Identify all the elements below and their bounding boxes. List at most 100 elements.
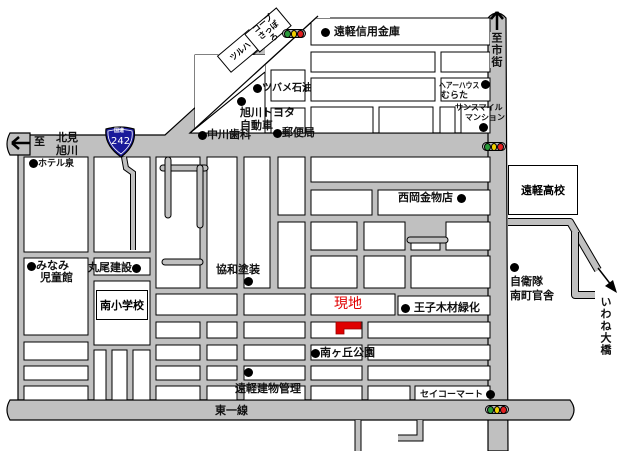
- city-block: [243, 365, 306, 381]
- city-block: [363, 255, 406, 289]
- city-block: [310, 51, 436, 73]
- target-label: 現地: [334, 296, 362, 312]
- traffic-light-icon: [282, 29, 306, 38]
- high-school-label: 遠軽高校: [521, 184, 565, 197]
- landmark-dot-icon: [481, 80, 490, 89]
- city-block: [23, 365, 89, 381]
- city-block: [367, 321, 491, 339]
- city-block: [310, 106, 374, 134]
- landmark-sun-1: サンスマイル: [455, 103, 503, 112]
- landmark-park: 南ヶ丘公園: [311, 347, 375, 359]
- city-block: [206, 385, 238, 401]
- landmark-sun-2: マンション: [465, 113, 505, 122]
- landmark-minami-2: 児童館: [40, 271, 73, 284]
- city-block: [310, 365, 363, 381]
- landmark-dot-icon: [29, 159, 38, 168]
- north-destination: 至市街: [490, 32, 503, 68]
- landmark-dot-icon: [244, 368, 253, 377]
- landmark-dot-icon: [237, 97, 246, 106]
- landmark-sdf-1: 自衛隊: [510, 275, 543, 288]
- city-block: [23, 257, 89, 336]
- city-block: [310, 156, 491, 183]
- landmark-dot-icon: [456, 193, 466, 203]
- landmark-dot-icon: [479, 123, 488, 132]
- city-block: [270, 69, 306, 102]
- landmark-dot-icon: [132, 263, 141, 273]
- landmark-label: 西岡金物店: [398, 191, 453, 204]
- city-block: [310, 385, 363, 401]
- city-block: [206, 321, 238, 339]
- city-block: [155, 321, 201, 339]
- landmark-label: 南ヶ丘公園: [320, 346, 375, 359]
- city-block: [243, 321, 306, 339]
- southeast-destination: いわね大橋: [599, 296, 612, 356]
- city-block: [310, 221, 358, 251]
- landmark-maruo: 丸尾建設: [88, 262, 141, 274]
- city-block: [310, 77, 436, 102]
- city-block: [23, 156, 89, 253]
- city-block: [155, 344, 201, 361]
- city-block: [93, 156, 151, 253]
- landmark-label: 丸尾建設: [88, 261, 132, 274]
- traffic-light-icon: [485, 405, 509, 414]
- city-block: [439, 106, 456, 134]
- city-block: [206, 156, 238, 289]
- landmark-toyota-1: 旭川トヨタ: [240, 106, 295, 119]
- city-block: [93, 349, 107, 401]
- city-block: [310, 189, 373, 216]
- city-block: [155, 156, 201, 289]
- city-block: [243, 344, 306, 361]
- city-block: [310, 17, 491, 46]
- city-block: [440, 51, 491, 73]
- landmark-toyota-2: 自動車: [240, 119, 273, 132]
- city-block: [377, 189, 491, 216]
- city-block: [363, 221, 406, 251]
- city-block: [440, 77, 491, 102]
- west-destination-prefix: 至: [34, 135, 45, 148]
- city-block: [23, 341, 89, 361]
- landmark-label: みなみ: [36, 259, 69, 272]
- route-shield-number: 242: [111, 136, 131, 147]
- west-destination-1: 北見: [56, 131, 78, 144]
- street: [508, 219, 601, 272]
- landmark-dot-icon: [273, 128, 282, 138]
- road-area: [6, 399, 575, 421]
- road-name: 東一線: [215, 404, 248, 417]
- city-block: [310, 293, 396, 316]
- city-block: [155, 365, 201, 381]
- city-block: [23, 385, 89, 401]
- landmark-label: ツバメ石油: [262, 83, 312, 94]
- landmark-oji: 王子木材緑化: [401, 302, 480, 314]
- city-block: [378, 106, 434, 134]
- city-block: [243, 156, 271, 289]
- landmark-hair-2: むらた: [441, 91, 469, 101]
- landmark-shinkin: 遠軽信用金庫: [321, 26, 400, 38]
- city-block: [155, 293, 238, 316]
- street: [398, 420, 423, 441]
- landmark-label: 遠軽信用金庫: [333, 25, 400, 38]
- city-block: [310, 255, 358, 289]
- landmark-kyowa: 協和塗装: [216, 263, 260, 276]
- landmark-dot-icon: [486, 390, 496, 399]
- street-outline: [398, 420, 424, 442]
- landmark-dot-icon: [253, 83, 262, 93]
- landmark-nishioka: 西岡金物店: [398, 192, 466, 204]
- city-block: [445, 221, 491, 251]
- elementary-school-label: 南小学校: [100, 299, 144, 312]
- landmark-dot-icon: [311, 348, 320, 358]
- landmark-post: 郵便局: [273, 127, 315, 139]
- landmark-hair-1: ヘアーハウス: [439, 81, 480, 90]
- landmark-tatemono: 遠軽建物管理: [235, 382, 301, 395]
- city-block: [155, 385, 201, 401]
- city-block: [367, 344, 491, 361]
- city-block: [277, 156, 306, 216]
- landmark-tsubame: ツバメ石油: [253, 83, 312, 95]
- landmark-label: ホテル泉: [38, 159, 75, 169]
- street: [572, 232, 595, 298]
- landmark-seico: セイコーマート: [420, 389, 496, 401]
- landmark-nakagawa: 中川歯科: [198, 129, 251, 141]
- landmark-sdf-2: 南町官舎: [510, 289, 554, 302]
- high-school-building: 遠軽高校: [508, 165, 578, 215]
- city-block: [206, 365, 238, 381]
